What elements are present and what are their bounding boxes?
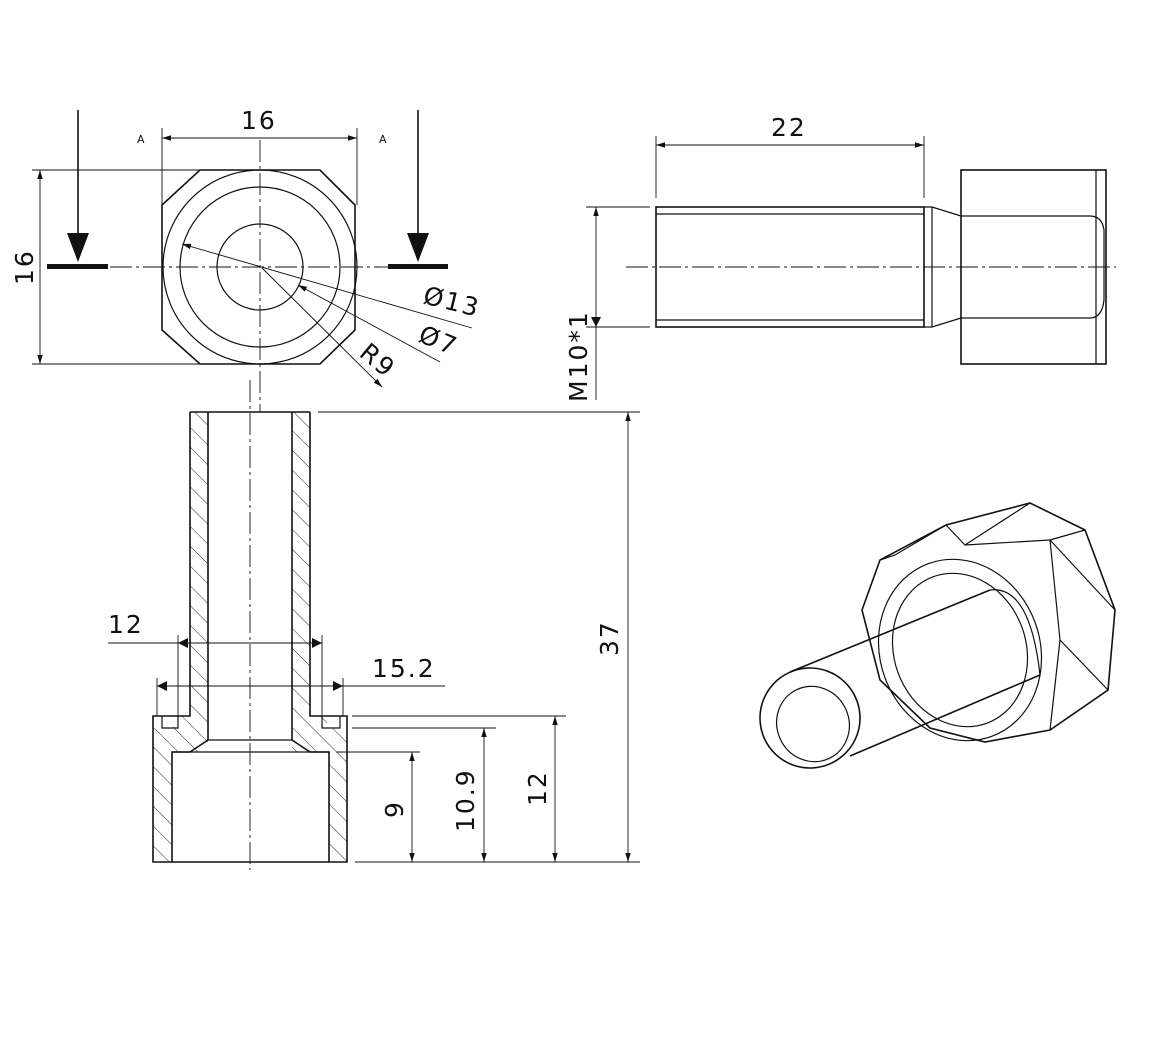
dim-top-height: 16 — [10, 249, 39, 285]
isometric-view — [759, 502, 1116, 769]
iso-hex-edges — [945, 502, 1116, 731]
dim-r9: R9 — [354, 337, 401, 383]
hex-face — [961, 215, 1105, 319]
section-arrow-left-head — [67, 233, 89, 262]
section-label-right: A — [379, 133, 387, 146]
iso-shank-face — [759, 667, 861, 769]
iso-hex-edge — [879, 524, 947, 561]
groove-left — [153, 716, 173, 728]
hatch-wall-right — [292, 412, 310, 752]
dim-socket-12: 12 — [523, 770, 552, 806]
dim-socket-9: 9 — [380, 800, 409, 818]
section-bar-right — [388, 264, 448, 269]
socket-inner — [171, 739, 330, 862]
dim-socket-10-9: 10.9 — [451, 768, 480, 832]
hatch-socket-right — [310, 716, 347, 862]
iso-bore — [776, 685, 850, 763]
iso-neck-ring — [891, 572, 1029, 728]
dim-inner-15-2: 15.2 — [372, 654, 436, 683]
section-bar-left — [47, 264, 108, 269]
iso-shank-edges — [789, 589, 1041, 757]
dim-arrow — [591, 317, 601, 327]
grooves — [161, 716, 341, 729]
iso-hex-outline — [861, 502, 1116, 743]
leader-dia13 — [181, 243, 473, 329]
dim-dia13: Ø13 — [421, 281, 484, 323]
side-view: 22 M10*1 — [564, 113, 1116, 402]
top-view-outline — [161, 169, 356, 365]
dim-total-height: 37 — [595, 620, 624, 656]
dim-inner-12: 12 — [108, 610, 144, 639]
hatch-wall-left — [190, 412, 208, 752]
section-arrow-right-head — [407, 233, 429, 262]
top-view: A A 16 16 Ø13 Ø7 R9 — [10, 106, 483, 412]
dim-thread-spec: M10*1 — [564, 310, 593, 402]
leader-dia7 — [297, 284, 441, 363]
section-label-left: A — [137, 133, 145, 146]
dim-top-width: 16 — [241, 106, 277, 135]
leader-r9 — [261, 267, 383, 388]
groove-right — [327, 716, 347, 728]
dim-dia7: Ø7 — [415, 320, 463, 362]
iso-hex-chamfer — [877, 558, 1043, 742]
section-view: 37 12 10.9 9 12 15.2 — [108, 380, 640, 870]
dim-thread-length: 22 — [771, 113, 807, 142]
iso-shank-end — [989, 589, 1041, 676]
